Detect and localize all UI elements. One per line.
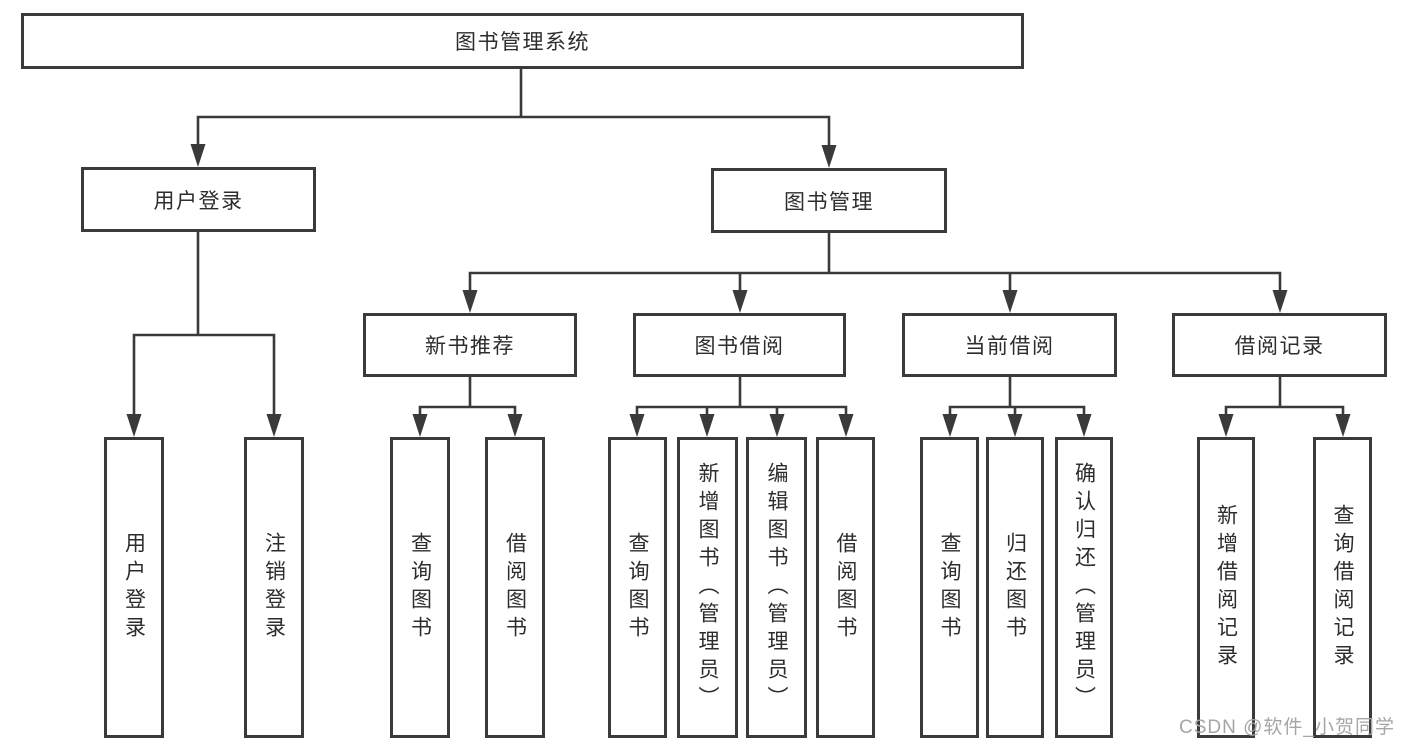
- leaf-edit-books-admin: 编辑图书（管理员）: [746, 437, 807, 738]
- node-label: 查询图书: [408, 531, 432, 644]
- node-label: 归还图书: [1003, 531, 1027, 644]
- node-label: 用户登录: [153, 189, 244, 213]
- node-library-management-system: 图书管理系统: [21, 13, 1024, 69]
- node-label: 确认归还（管理员）: [1072, 461, 1096, 714]
- leaf-query-books-borrowing: 查询图书: [608, 437, 667, 738]
- leaf-user-login: 用户登录: [104, 437, 164, 738]
- node-new-book-recommendation: 新书推荐: [363, 313, 577, 377]
- node-label: 借阅记录: [1234, 335, 1325, 358]
- node-label: 查询借阅记录: [1331, 503, 1354, 672]
- node-label: 图书管理系统: [455, 31, 590, 54]
- leaf-logout: 注销登录: [244, 437, 304, 738]
- leaf-add-books-admin: 新增图书（管理员）: [677, 437, 738, 738]
- node-label: 图书管理: [784, 190, 874, 214]
- arrowheads: [126, 144, 1351, 437]
- node-label: 编辑图书（管理员）: [765, 461, 788, 714]
- node-current-borrowing: 当前借阅: [902, 313, 1117, 377]
- leaf-borrow-books-recommend: 借阅图书: [485, 437, 545, 738]
- leaf-add-borrow-record: 新增借阅记录: [1197, 437, 1255, 738]
- node-borrowing-records: 借阅记录: [1172, 313, 1387, 377]
- leaf-return-books: 归还图书: [986, 437, 1044, 738]
- node-label: 新增借阅记录: [1214, 503, 1238, 672]
- node-user-login: 用户登录: [81, 167, 316, 232]
- node-label: 新书推荐: [425, 335, 515, 358]
- node-label: 借阅图书: [503, 531, 527, 644]
- leaf-query-borrow-record: 查询借阅记录: [1313, 437, 1372, 738]
- leaf-query-books-recommend: 查询图书: [390, 437, 450, 738]
- node-label: 图书借阅: [694, 335, 785, 358]
- csdn-watermark: CSDN @软件_小贺同学: [1179, 717, 1395, 738]
- node-label: 用户登录: [122, 531, 146, 644]
- leaf-confirm-return-admin: 确认归还（管理员）: [1055, 437, 1113, 738]
- node-label: 注销登录: [262, 531, 286, 644]
- node-label: 借阅图书: [834, 531, 857, 644]
- node-label: 查询图书: [938, 531, 961, 644]
- leaf-borrow-books: 借阅图书: [816, 437, 875, 738]
- node-label: 新增图书（管理员）: [696, 461, 719, 714]
- node-book-management: 图书管理: [711, 168, 947, 233]
- leaf-query-books-current: 查询图书: [920, 437, 979, 738]
- node-book-borrowing: 图书借阅: [633, 313, 846, 377]
- node-label: 当前借阅: [964, 335, 1055, 358]
- node-label: 查询图书: [626, 531, 649, 644]
